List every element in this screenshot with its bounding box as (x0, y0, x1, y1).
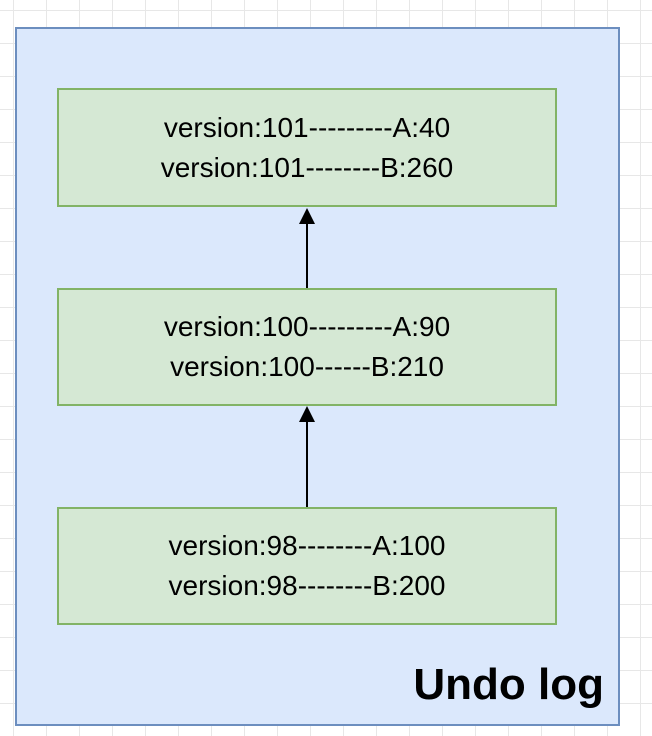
record-line-a: version:98--------A:100 (168, 530, 446, 561)
record-line-b: version:100------B:210 (170, 351, 444, 382)
record-line-b: version:98--------B:200 (168, 570, 446, 601)
undo-record-v101: version:101---------A:40 version:101----… (57, 88, 557, 207)
record-line-a: version:100---------A:90 (163, 311, 451, 342)
arrow-shaft (306, 224, 308, 288)
up-arrow-icon (299, 406, 315, 507)
up-arrow-icon (299, 208, 315, 288)
record-line-b: version:101--------B:260 (160, 151, 454, 183)
arrowhead-icon (299, 208, 315, 224)
undo-record-v100: version:100---------A:90 version:100----… (57, 288, 557, 406)
arrow-shaft (306, 422, 308, 507)
arrowhead-icon (299, 406, 315, 422)
undo-record-v98: version:98--------A:100 version:98------… (57, 507, 557, 625)
undo-log-title: Undo log (413, 660, 604, 709)
record-line-a: version:101---------A:40 (163, 111, 451, 143)
